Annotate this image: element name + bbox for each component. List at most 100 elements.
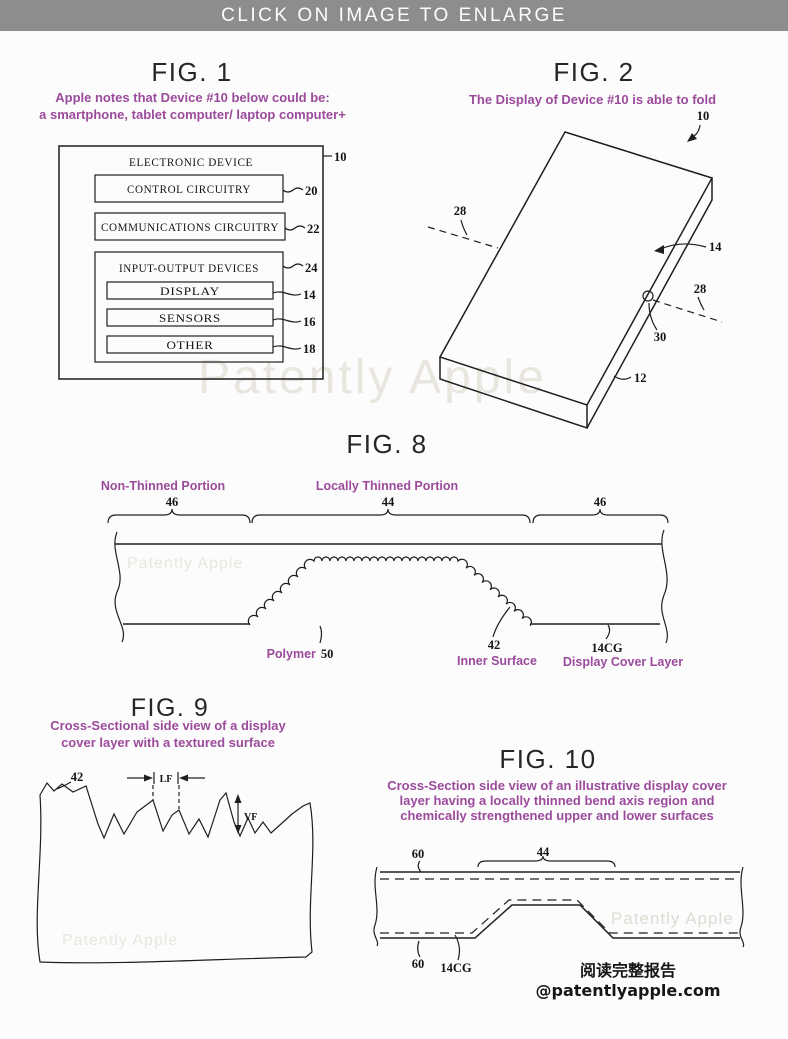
fig10-right-break-edge (739, 866, 745, 948)
fig10-ref60-top-leader (417, 860, 422, 873)
fig8-thinned-dome (247, 556, 532, 627)
fig2-ref10: 10 (697, 109, 710, 123)
fig8-ref44: 44 (382, 495, 395, 509)
enlarge-banner: CLICK ON IMAGE TO ENLARGE (0, 0, 788, 31)
enlarge-banner-label: CLICK ON IMAGE TO ENLARGE (221, 4, 567, 26)
fig2-ref12-leader (613, 375, 632, 380)
fig8-ref14cg: 14CG (591, 641, 623, 655)
fig10-bottom-strengthened-layer (380, 899, 740, 934)
fig9-lf-dashed-guides (152, 785, 180, 809)
fig1-display-label: DISPLAY (160, 286, 220, 298)
fig1-ref10: 10 (334, 150, 347, 164)
fig10-ref14cg: 14CG (440, 961, 472, 975)
footer-report-link: 阅读完整报告@patentlyapple.com (535, 961, 721, 1000)
fig10-caption-line2: layer having a locally thinned bend axis… (399, 793, 715, 808)
fig10-caption: Cross-Section side view of an illustrati… (377, 778, 737, 823)
fig10-diagram: 60 44 60 14CG (373, 845, 745, 975)
fig2-hinge-point (642, 290, 654, 302)
fig2-fold-axis-left (427, 226, 499, 249)
fig1-title: FIG. 1 (151, 57, 233, 87)
fig2-caption: The Display of Device #10 is able to fol… (420, 91, 765, 108)
fig2-ref12: 12 (634, 371, 647, 385)
fig10-caption-line1: Cross-Section side view of an illustrati… (387, 778, 727, 793)
fig10-ref60-top: 60 (412, 847, 425, 861)
fig8-polymer-label: Polymer (267, 647, 316, 661)
fig1-display-box (106, 281, 274, 300)
fig1-ref22: 22 (307, 222, 320, 236)
fig1-sensors-box (106, 308, 274, 327)
fig9-title: FIG. 9 (130, 694, 210, 722)
fig1-ref24-leader (282, 263, 304, 269)
fig1-control-box (94, 174, 284, 203)
fig9-diagram: 42 LF VF (36, 770, 314, 964)
fig8-title: FIG. 8 (346, 429, 428, 459)
fig9-lf-ticks (153, 772, 179, 784)
fig2-ref14-arrowhead (654, 245, 664, 254)
fig1-ref24: 24 (305, 261, 318, 275)
fig8-ref46-left: 46 (166, 495, 179, 509)
fig2-ref28-left-leader (460, 219, 468, 236)
fig2-ref30-leader (648, 302, 658, 331)
fig2-device-top-face (438, 131, 714, 406)
fig8-ref42: 42 (488, 638, 501, 652)
fig10-ref60-bottom-leader (417, 940, 421, 958)
fig8-diagram: Non-Thinned Portion 46 Locally Thinned P… (101, 479, 683, 669)
fig1-caption-line2: a smartphone, tablet computer/ laptop co… (39, 107, 346, 122)
fig1-diagram: ELECTRONIC DEVICE 10 CONTROL CIRCUITRY 2… (58, 145, 347, 380)
fig10-brace (477, 855, 616, 868)
fig8-left-break-edge (114, 531, 125, 643)
fig1-sensors-label: SENSORS (159, 313, 221, 325)
fig1-control-label: CONTROL CIRCUITRY (127, 184, 251, 196)
fig10-left-break-edge (373, 866, 379, 947)
fig1-electronic-device-label: ELECTRONIC DEVICE (129, 157, 253, 169)
fig2-diagram: 28 28 10 14 30 12 (427, 109, 723, 430)
fig8-ref46-right: 46 (594, 495, 607, 509)
fig1-ref16: 16 (303, 315, 316, 329)
fig9-ref42-leader (56, 781, 72, 790)
watermark-fig9: Patently Apple (62, 932, 179, 949)
fig10-ref14cg-leader (454, 934, 461, 961)
fig1-caption: Apple notes that Device #10 below could … (0, 89, 385, 123)
fig9-textured-layer (36, 781, 314, 964)
fig2-fold-axis-right (652, 299, 723, 323)
fig8-non-thinned-label: Non-Thinned Portion (101, 479, 225, 493)
fig10-bottom-surface (380, 904, 740, 939)
fig8-brace-left (107, 508, 251, 524)
fig10-ref44: 44 (537, 845, 550, 859)
fig9-lf-arrowhead-left (144, 774, 153, 782)
fig1-electronic-device-box (58, 145, 324, 380)
fig2-ref10-arrowhead (687, 133, 697, 142)
fig1-ref14-leader (272, 291, 302, 296)
fig1-io-label: INPUT-OUTPUT DEVICES (119, 263, 259, 275)
fig9-caption-line1: Cross-Sectional side view of a display (50, 718, 286, 733)
fig8-polymer-leader (319, 625, 323, 644)
fig2-ref14-leader (660, 243, 707, 250)
fig8-cover-label: Display Cover Layer (563, 655, 683, 669)
fig1-ref22-leader (284, 225, 306, 231)
fig2-device-left-side (439, 357, 588, 430)
fig1-ref20: 20 (305, 184, 318, 198)
fig2-ref28-right-leader (697, 296, 705, 311)
fig10-title: FIG. 10 (499, 744, 597, 774)
fig8-ref42-leader (492, 606, 511, 638)
fig2-caption-line1: The Display of Device #10 is able to fol… (468, 92, 717, 107)
fig2-title: FIG. 2 (553, 57, 635, 87)
fig1-comms-box (94, 212, 286, 241)
fig8-right-break-edge (661, 529, 668, 644)
fig10-ref60-bottom: 60 (412, 957, 425, 971)
fig9-ref-lf: LF (160, 774, 173, 785)
fig1-ref18-leader (272, 345, 302, 350)
fig8-brace-right (532, 508, 669, 524)
fig2-ref28-left: 28 (454, 204, 467, 218)
fig1-ref14: 14 (303, 288, 316, 302)
fig1-other-box (106, 335, 274, 354)
fig10-caption-line3: chemically strengthened upper and lower … (400, 808, 714, 823)
fig2-ref14: 14 (709, 240, 722, 254)
fig2-ref30: 30 (654, 330, 667, 344)
fig9-caption-line2: cover layer with a textured surface (61, 735, 275, 750)
fig2-ref28-right: 28 (694, 282, 707, 296)
fig9-caption: Cross-Sectional side view of a display c… (18, 717, 318, 751)
fig8-locally-thinned-label: Locally Thinned Portion (316, 479, 458, 493)
